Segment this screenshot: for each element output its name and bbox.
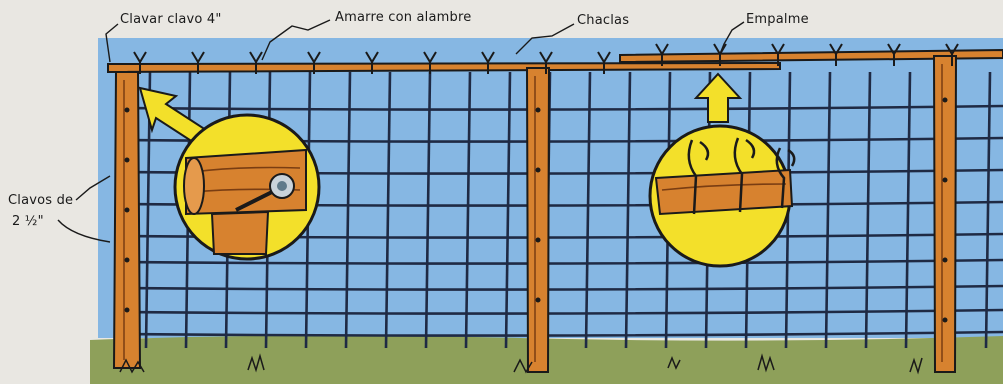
wire-tie [655, 43, 669, 66]
wire-tie [307, 51, 321, 74]
mesh-vertical-wire [384, 71, 392, 349]
mesh-vertical-wire [344, 71, 352, 349]
wire-tie [945, 43, 959, 66]
mesh-vertical-wire [824, 71, 832, 349]
mesh-horizontal-wire [117, 308, 1003, 315]
label-clavos-line1: Clavos de [8, 193, 74, 208]
top-rail-splice [619, 48, 1003, 64]
mesh-horizontal-wire [117, 258, 1003, 265]
label-chaclas: Chaclas [577, 13, 630, 28]
leader-lines [57, 19, 745, 243]
mesh-vertical-wire [984, 71, 992, 349]
nail-head [124, 157, 130, 163]
label-clavar-clavo: Clavar clavo 4" [120, 12, 222, 27]
tie-callout [648, 72, 796, 268]
nail-head [124, 107, 130, 113]
wire-tie [597, 51, 611, 74]
nail-head [535, 167, 541, 173]
wooden-post [932, 55, 958, 373]
nail-head [124, 257, 130, 263]
label-empalme: Empalme [746, 12, 809, 27]
wire-tie [249, 51, 263, 74]
nail-head [942, 97, 948, 103]
mesh-horizontal-wire [117, 104, 1003, 111]
label-amarre-alambre: Amarre con alambre [335, 10, 472, 25]
mesh-horizontal-wire [117, 284, 1003, 291]
wooden-post [525, 67, 551, 373]
mesh-vertical-wire [424, 71, 432, 349]
wooden-post [112, 71, 142, 369]
nail-head [942, 317, 948, 323]
grass-tuft [119, 353, 923, 375]
wire-tie [133, 51, 147, 74]
mesh-vertical-wire [624, 71, 632, 349]
wire-tie [887, 43, 901, 66]
nail-head [535, 297, 541, 303]
arrow-icon [693, 72, 743, 123]
nail-head [535, 237, 541, 243]
top-rail [107, 61, 781, 74]
wire-tie [191, 51, 205, 74]
nail-head [942, 177, 948, 183]
nail-callout [138, 86, 321, 261]
nail-head [942, 257, 948, 263]
nail-head [124, 207, 130, 213]
wire-tie [423, 51, 437, 74]
mesh-vertical-wire [504, 71, 512, 349]
mesh-horizontal-wire [117, 330, 1003, 337]
mesh-vertical-wire [864, 71, 872, 349]
nail-head [124, 307, 130, 313]
label-clavos-line2: 2 ½" [12, 214, 44, 229]
wire-tie [481, 51, 495, 74]
wire-ties [133, 43, 959, 74]
mesh-vertical-wire [584, 71, 592, 349]
wire-tie [829, 43, 843, 66]
mesh-vertical-wire [464, 71, 472, 349]
wire-tie [365, 51, 379, 74]
wire-tie [771, 43, 785, 66]
mesh-vertical-wire [904, 71, 912, 349]
nail-head [535, 107, 541, 113]
wire-tie [539, 51, 553, 74]
post-nails [124, 97, 948, 323]
